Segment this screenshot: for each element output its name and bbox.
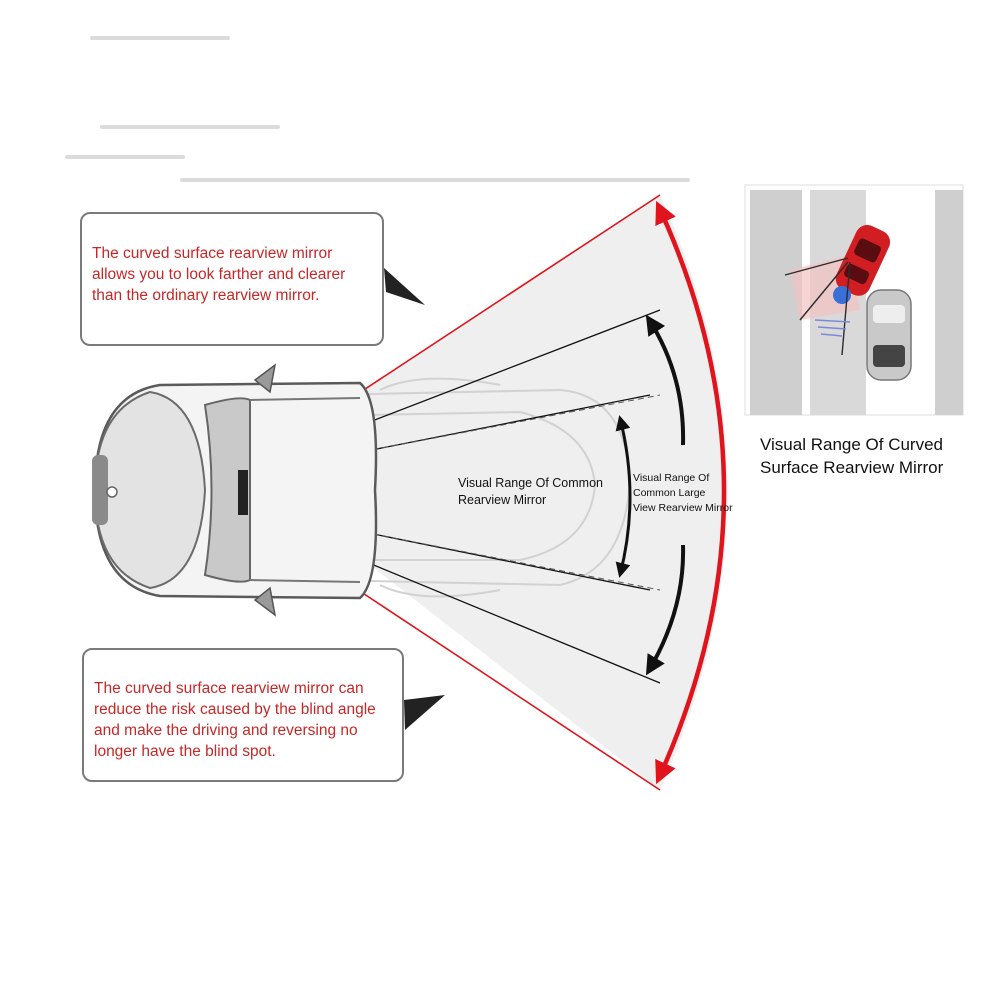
label-common-mirror-range: Visual Range Of Common Rearview Mirror [458,476,603,507]
curved-mirror-range-fan [245,195,728,790]
faint-header-line [65,155,185,159]
faint-header-line [90,36,230,40]
callout-blind-spot-benefit: The curved surface rearview mirror can r… [82,648,404,782]
common-range-arrow-bottom [645,544,686,676]
faint-header-line [180,178,690,182]
common-range-arrow-top [645,314,686,446]
curved-range-arrow [655,200,727,785]
callout-curved-mirror-benefit: The curved surface rearview mirror allow… [80,212,384,346]
parking-inset [744,184,964,416]
callout-top-pointer [384,268,425,305]
car-top-view [92,363,378,617]
label-large-view-mirror-range: Visual Range Of Common Large View Rearvi… [633,472,733,514]
label-curved-mirror-range: Visual Range Of Curved Surface Rearview … [760,435,944,477]
red-car-icon [835,225,891,296]
large-view-range-arrow [615,415,632,578]
callout-bottom-pointer [404,695,445,730]
white-car-icon [866,289,912,381]
faint-header-line [100,125,280,129]
